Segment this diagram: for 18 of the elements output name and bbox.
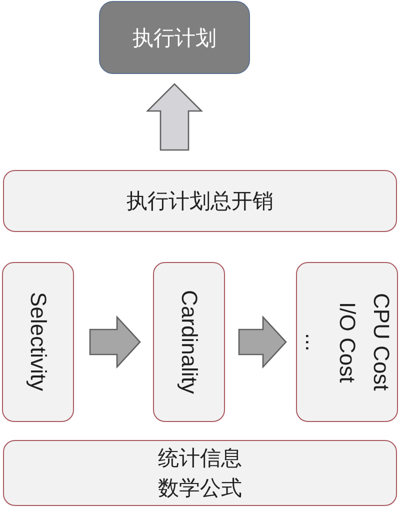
block-arrow [146,83,204,151]
block-arrow [238,315,287,369]
node-label: Selectivity [25,292,52,392]
node-label: 执行计划总开销 [126,188,274,215]
node-label: ... [300,332,327,352]
node-label: I/O Cost [334,302,361,382]
process-box [99,1,250,74]
process-box [296,262,398,422]
node-label: 统计信息 [158,445,242,472]
node-label: CPU Cost [368,293,395,391]
process-box [3,440,397,506]
node-label: 数学公式 [158,475,242,502]
process-box [153,262,225,422]
process-box [3,170,397,232]
process-box [2,262,74,422]
node-label: Cardinality [176,290,203,394]
block-arrow [89,315,141,369]
node-label: 执行计划 [132,24,216,52]
